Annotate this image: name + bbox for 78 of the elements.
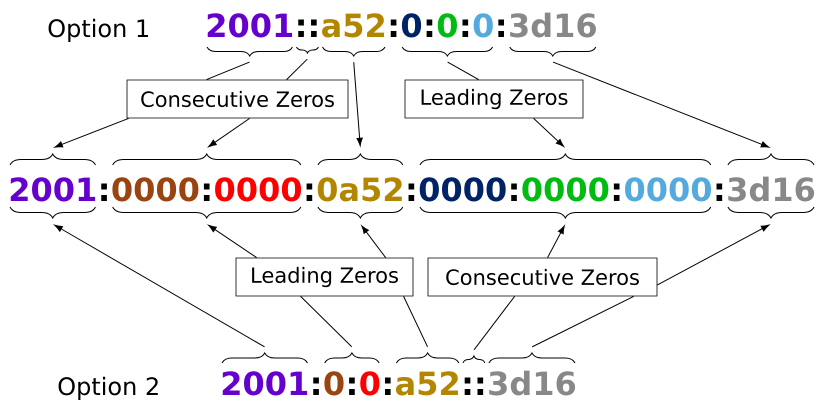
address-part: 0 — [402, 13, 422, 38]
address-part: a52 — [322, 13, 384, 38]
address-part: :: — [464, 377, 484, 395]
brace — [296, 46, 319, 54]
address-part: : — [716, 183, 722, 201]
arrow — [656, 224, 770, 286]
brace — [317, 206, 404, 218]
brace — [419, 206, 712, 218]
address-part: : — [349, 377, 355, 395]
label-box: Leading Zeros — [236, 258, 414, 296]
address-part: : — [408, 183, 414, 201]
address-part: 0 — [360, 371, 380, 396]
address-part: : — [204, 183, 210, 201]
address-part: 0000 — [625, 177, 712, 202]
option-label: Option 1 — [48, 18, 148, 42]
label-box: Consecutive Zeros — [428, 258, 658, 296]
brace — [402, 46, 494, 56]
arrow — [353, 62, 363, 146]
brace — [396, 352, 460, 364]
address-part: : — [384, 377, 391, 395]
address-part: : — [313, 377, 319, 395]
label-box: Consecutive Zeros — [126, 80, 348, 118]
arrow — [533, 118, 564, 147]
address-part: :: — [298, 20, 317, 37]
option-label: Option 2 — [58, 376, 158, 400]
label-box: Leading Zeros — [404, 80, 584, 118]
address-part: : — [511, 183, 517, 201]
brace — [727, 154, 815, 166]
address-part: 2001 — [208, 13, 292, 38]
connector-line — [532, 296, 634, 348]
arrow — [547, 226, 565, 258]
brace — [10, 206, 96, 218]
address-part: 2001 — [222, 371, 308, 396]
address-part: a52 — [396, 371, 458, 396]
address-part: 0a52 — [318, 177, 402, 202]
address-part: 3d16 — [489, 370, 576, 396]
address-part: 0 — [324, 371, 344, 396]
brace — [324, 352, 380, 364]
connector-line — [300, 296, 352, 348]
address-part: 0000 — [112, 177, 198, 202]
brace — [112, 154, 302, 166]
address-part: : — [498, 20, 504, 37]
brace — [317, 154, 404, 166]
connector-line — [447, 62, 480, 80]
arrow — [208, 224, 258, 258]
arrow — [361, 225, 386, 258]
arrow — [54, 118, 130, 148]
address-part: 0000 — [215, 177, 302, 202]
address-part: 3d16 — [510, 12, 596, 38]
brace — [112, 206, 302, 218]
connector-line — [206, 62, 250, 80]
address-part: : — [306, 183, 312, 201]
brace — [727, 206, 815, 218]
brace — [206, 46, 293, 56]
address-part: 0000 — [420, 177, 506, 202]
brace — [488, 352, 576, 364]
address-part: 2001 — [10, 177, 96, 202]
address-part: 3d16 — [728, 176, 814, 202]
connector-line — [474, 296, 516, 350]
brace — [222, 352, 308, 364]
address-part: 0 — [474, 13, 493, 38]
brace — [322, 46, 386, 56]
arrow — [54, 224, 266, 348]
connector-line — [286, 58, 308, 80]
address-part: : — [614, 183, 620, 201]
address-part: : — [101, 183, 107, 201]
brace — [462, 355, 486, 364]
address-part: 0000 — [522, 177, 608, 202]
brace — [10, 154, 96, 166]
address-part: : — [390, 20, 396, 37]
arrow — [208, 118, 250, 148]
address-part: : — [462, 20, 468, 37]
brace — [419, 154, 712, 166]
address-part: : — [426, 20, 432, 37]
brace — [509, 46, 596, 56]
address-part: 0 — [438, 13, 457, 38]
arrow — [552, 62, 770, 148]
connector-line — [403, 296, 428, 348]
